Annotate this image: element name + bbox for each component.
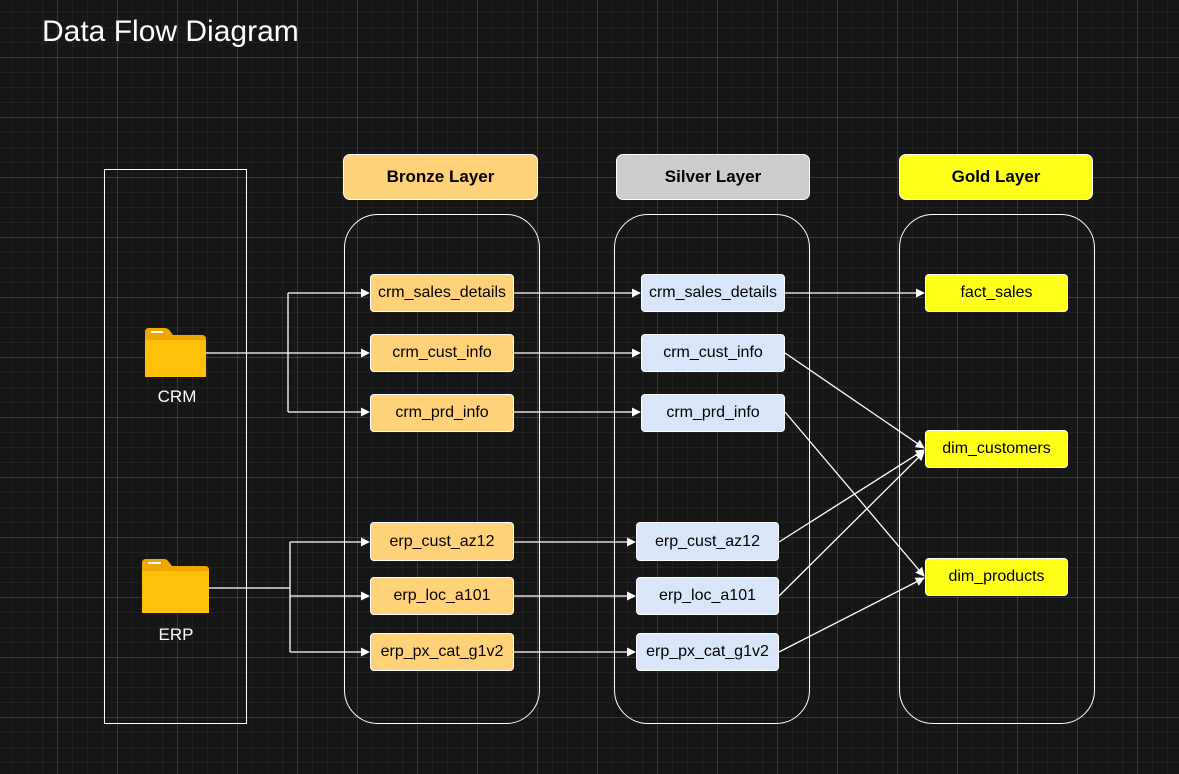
bronze-table-erp-px-cat-g1v2[interactable]: erp_px_cat_g1v2 (370, 633, 514, 671)
silver-table-erp-loc-a101[interactable]: erp_loc_a101 (636, 577, 779, 615)
silver-table-crm-cust-info[interactable]: crm_cust_info (641, 334, 785, 372)
silver-table-erp-px-cat-g1v2[interactable]: erp_px_cat_g1v2 (636, 633, 779, 671)
crm-source-label: CRM (157, 387, 197, 406)
bronze-table-erp-loc-a101[interactable]: erp_loc_a101 (370, 577, 514, 615)
source-systems-container (104, 169, 247, 724)
silver-table-crm-prd-info[interactable]: crm_prd_info (641, 394, 785, 432)
silver-table-erp-cust-az12[interactable]: erp_cust_az12 (636, 522, 779, 561)
bronze-layer-container (344, 214, 540, 724)
silver-table-crm-sales-details[interactable]: crm_sales_details (641, 274, 785, 312)
page-title: Data Flow Diagram (42, 15, 299, 48)
folder-icon (145, 328, 206, 377)
gold-table-dim-customers[interactable]: dim_customers (925, 430, 1068, 468)
erp-source-label: ERP (158, 625, 194, 644)
folder-icon (142, 559, 209, 613)
erp-folder-icon[interactable] (142, 559, 209, 613)
bronze-table-crm-sales-details[interactable]: crm_sales_details (370, 274, 514, 312)
bronze-layer-header[interactable]: Bronze Layer (343, 154, 538, 200)
gold-table-dim-products[interactable]: dim_products (925, 558, 1068, 596)
crm-folder-icon[interactable] (145, 328, 206, 377)
gold-table-fact-sales[interactable]: fact_sales (925, 274, 1068, 312)
bronze-table-erp-cust-az12[interactable]: erp_cust_az12 (370, 522, 514, 561)
bronze-table-crm-cust-info[interactable]: crm_cust_info (370, 334, 514, 372)
bronze-table-crm-prd-info[interactable]: crm_prd_info (370, 394, 514, 432)
silver-layer-header[interactable]: Silver Layer (616, 154, 810, 200)
gold-layer-header[interactable]: Gold Layer (899, 154, 1093, 200)
